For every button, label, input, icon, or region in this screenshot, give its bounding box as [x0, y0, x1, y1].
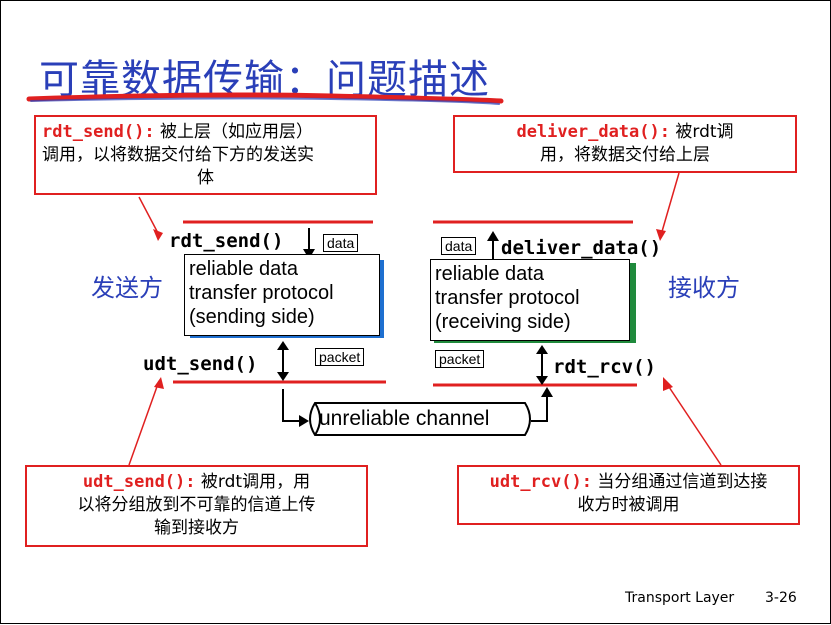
- rdt-send-callout: rdt_send(): 被上层（如应用层） 调用，以将数据交付给下方的发送实 体: [34, 115, 377, 195]
- sender-label: 发送方: [91, 274, 163, 302]
- receiver-top-tag: data: [441, 237, 477, 255]
- channel-pipe-end: [314, 402, 321, 436]
- deliver-data-callout: deliver_data(): 被rdt调 用，将数据交付给上层: [453, 115, 797, 173]
- deliver-data-text-2: 用，将数据交付给上层: [540, 145, 710, 165]
- receiver-bidir-arrowhead-down: [536, 376, 548, 385]
- title-underline-shadow: [30, 97, 500, 105]
- receiver-bottom-tag: packet: [435, 350, 485, 368]
- udt-send-callout: udt_send(): 被rdt调用，用 以将分组放到不可靠的信道上传 输到接收…: [25, 465, 368, 547]
- rdt-send-text-3: 体: [197, 168, 214, 188]
- sender-bidir-arrowhead-down: [277, 372, 289, 381]
- udt-send-text-3: 输到接收方: [154, 518, 239, 538]
- udt-rcv-text-2: 收方时被调用: [577, 495, 680, 515]
- footer-section: Transport Layer: [625, 590, 735, 606]
- sender-channel-connector: [282, 389, 303, 422]
- receiver-channel-arrowhead: [541, 387, 553, 397]
- channel-label: unreliable channel: [319, 407, 490, 430]
- receiver-label: 接收方: [668, 274, 740, 302]
- receiver-bidir-arrowhead-up: [536, 345, 548, 354]
- rdt-send-func: rdt_send():: [42, 122, 155, 142]
- sender-box-line-3: (sending side): [189, 306, 315, 328]
- rdt-send-pointer-head: [153, 229, 163, 241]
- udt-rcv-func: udt_rcv():: [489, 472, 592, 492]
- receiver-box-line-2: transfer protocol: [435, 287, 580, 309]
- udt-rcv-callout: udt_rcv(): 当分组通过信道到达接 收方时被调用: [457, 465, 800, 525]
- sender-box-line-1: reliable data: [189, 258, 298, 280]
- udt-send-pointer-head: [154, 377, 164, 389]
- deliver-data-text-1: 被rdt调: [669, 122, 734, 142]
- udt-send-func: udt_send():: [82, 472, 196, 492]
- receiver-protocol-box: reliable data transfer protocol (receivi…: [430, 259, 630, 341]
- udt-rcv-pointer-head: [663, 377, 673, 391]
- receiver-box-line-3: (receiving side): [435, 311, 571, 333]
- deliver-data-pointer-head: [656, 229, 666, 241]
- footer-page: 3-26: [765, 590, 797, 606]
- sender-bottom-tag: packet: [315, 348, 365, 366]
- udt-rcv-text-1: 当分组通过信道到达接: [591, 472, 768, 492]
- receiver-box-line-1: reliable data: [435, 263, 544, 285]
- sender-channel-arrowhead: [299, 415, 309, 427]
- receiver-top-call: deliver_data(): [501, 237, 662, 259]
- deliver-data-pointer: [660, 172, 680, 236]
- channel-pipe: [309, 402, 531, 436]
- rdt-send-text-2: 调用，以将数据交付给下方的发送实: [42, 145, 314, 165]
- receiver-up-arrowhead: [487, 231, 499, 241]
- deliver-data-func: deliver_data():: [516, 122, 670, 142]
- receiver-channel-connector: [531, 393, 548, 422]
- rdt-send-pointer: [138, 196, 160, 236]
- receiver-bottom-call: rdt_rcv(): [553, 356, 656, 378]
- sender-top-tag: data: [323, 234, 359, 252]
- udt-rcv-pointer: [664, 380, 722, 466]
- sender-top-call: rdt_send(): [169, 230, 284, 252]
- title-underline: [26, 92, 504, 104]
- udt-send-pointer: [128, 380, 160, 466]
- udt-send-text-2: 以将分组放到不可靠的信道上传: [77, 495, 316, 515]
- sender-bottom-call: udt_send(): [143, 353, 258, 375]
- udt-send-text-1: 被rdt调用，用: [195, 472, 311, 492]
- rdt-send-text-1: 被上层（如应用层）: [154, 122, 313, 142]
- sender-box-line-2: transfer protocol: [189, 282, 334, 304]
- sender-protocol-box: reliable data transfer protocol (sending…: [184, 254, 380, 336]
- sender-bidir-arrowhead-up: [277, 341, 289, 350]
